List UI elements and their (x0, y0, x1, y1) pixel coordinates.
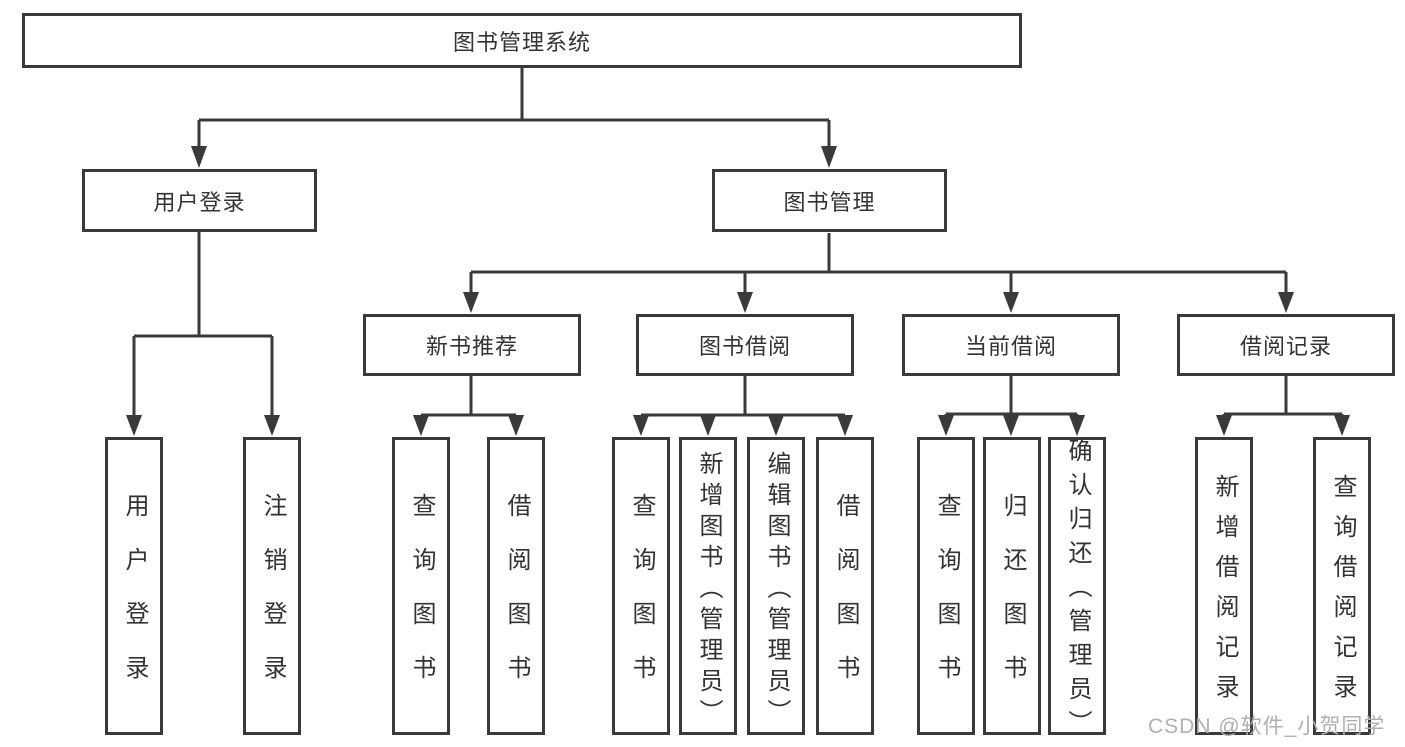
leaf-recommend-query-books-label: 查询图书 (408, 493, 435, 709)
leaf-borrowing-edit-books-admin-label: 编辑图书（管理员） (763, 450, 790, 730)
node-book-borrowing: 图书借阅 (636, 314, 854, 376)
leaf-logout: 注销登录 (243, 437, 301, 735)
leaf-logout-label: 注销登录 (259, 493, 286, 709)
node-user-login-label: 用户登录 (153, 189, 246, 215)
node-borrow-records-label: 借阅记录 (1239, 334, 1332, 359)
leaf-recommend-borrow-books: 借阅图书 (487, 437, 545, 735)
leaf-borrowing-edit-books-admin: 编辑图书（管理员） (747, 437, 805, 735)
leaf-records-query-record-label: 查询借阅记录 (1329, 474, 1356, 714)
node-current-borrowing-label: 当前借阅 (964, 334, 1057, 359)
node-user-login: 用户登录 (82, 169, 317, 232)
leaf-recommend-borrow-books-label: 借阅图书 (503, 493, 530, 709)
leaf-current-return-books-label: 归还图书 (999, 493, 1026, 709)
node-root-label: 图书管理系统 (452, 29, 591, 55)
leaf-current-query-books: 查询图书 (917, 437, 975, 735)
leaf-records-add-record-label: 新增借阅记录 (1211, 474, 1238, 714)
leaf-user-login-label: 用户登录 (121, 493, 148, 709)
node-current-borrowing: 当前借阅 (902, 314, 1120, 376)
leaf-borrowing-query-books: 查询图书 (612, 437, 670, 735)
leaf-records-query-record: 查询借阅记录 (1313, 437, 1371, 735)
leaf-records-add-record: 新增借阅记录 (1195, 437, 1253, 735)
leaf-current-confirm-return-admin: 确认归还（管理员） (1048, 437, 1106, 744)
leaf-borrowing-add-books-admin: 新增图书（管理员） (679, 437, 737, 735)
node-borrow-records: 借阅记录 (1177, 314, 1395, 376)
node-book-management: 图书管理 (712, 169, 947, 232)
leaf-current-return-books: 归还图书 (983, 437, 1041, 735)
leaf-current-query-books-label: 查询图书 (933, 493, 960, 709)
node-root: 图书管理系统 (22, 13, 1022, 68)
leaf-recommend-query-books: 查询图书 (392, 437, 450, 735)
csdn-watermark: CSDN @软件_小贺同学 (1148, 715, 1386, 738)
node-book-management-label: 图书管理 (783, 189, 876, 215)
leaf-borrowing-query-books-label: 查询图书 (628, 493, 655, 709)
leaf-borrowing-add-books-admin-label: 新增图书（管理员） (695, 450, 722, 730)
leaf-borrowing-borrow-books: 借阅图书 (816, 437, 874, 735)
node-new-book-recommend-label: 新书推荐 (425, 334, 518, 359)
node-book-borrowing-label: 图书借阅 (698, 334, 791, 359)
leaf-borrowing-borrow-books-label: 借阅图书 (832, 493, 859, 709)
node-new-book-recommend: 新书推荐 (363, 314, 581, 376)
leaf-user-login: 用户登录 (105, 437, 163, 735)
leaf-current-confirm-return-admin-label: 确认归还（管理员） (1064, 438, 1091, 744)
